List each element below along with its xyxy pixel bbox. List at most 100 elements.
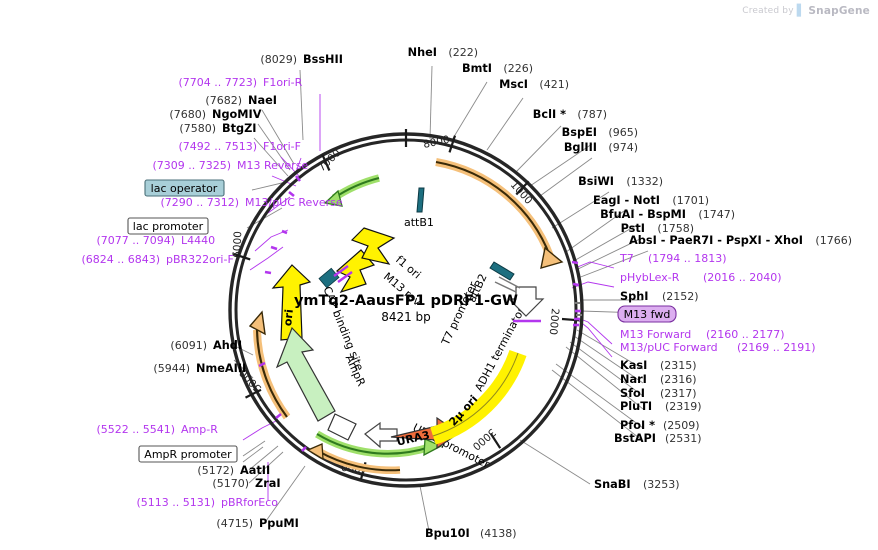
label-pos-t7: (1794 .. 1813)	[648, 252, 727, 265]
boxed-label-ampr-promoter-text: AmpR promoter	[144, 448, 232, 461]
label-enzyme-bsshii[interactable]: BssHII	[303, 53, 343, 66]
bp-tick-marks	[233, 129, 580, 480]
feature-green-arc-topleft	[323, 174, 380, 207]
label-enzyme-snabi[interactable]: SnaBI	[594, 478, 631, 491]
label-primer-l4440[interactable]: L4440	[181, 234, 215, 247]
label-pos-aatii: (5172)	[197, 464, 234, 477]
label-pos-pluti: (2319)	[665, 400, 702, 413]
label-enzyme-absi-group[interactable]: AbsI - PaeR7I - PspXI - XhoI	[629, 234, 803, 247]
label-primer-m13-puc-forward[interactable]: M13/pUC Forward	[620, 341, 718, 354]
label-primer-m13-puc-reverse[interactable]: M13/pUC Reverse	[245, 196, 343, 209]
label-pos-ahdi: (6091)	[170, 339, 207, 352]
boxed-label-lac-operator-text: lac operator	[151, 182, 218, 195]
label-enzyme-eagi-noti[interactable]: EagI - NotI	[593, 194, 660, 207]
label-enzyme-bstapi[interactable]: BstAPI	[614, 432, 656, 445]
boxed-label-m13-fwd-text: M13 fwd	[624, 308, 671, 321]
label-enzyme-bpu10i[interactable]: Bpu10I	[425, 527, 470, 540]
label-pos-bsiwi: (1332)	[626, 175, 663, 188]
watermark-prefix: Created by	[742, 5, 794, 16]
label-pos-bcli: (787)	[577, 108, 607, 121]
snapgene-watermark: Created by ▌ SnapGene	[742, 4, 870, 17]
label-enzyme-msci[interactable]: MscI	[499, 78, 528, 91]
label-enzyme-naei[interactable]: NaeI	[248, 94, 277, 107]
leader-lines	[233, 65, 649, 532]
label-group-top: NheI (222) BmtI (226) MscI (421) BclI * …	[408, 46, 852, 247]
label-enzyme-pfoi[interactable]: PfoI *	[620, 419, 655, 432]
label-pos-psti: (1758)	[657, 222, 694, 235]
label-enzyme-bsiwi[interactable]: BsiWI	[578, 175, 614, 188]
boxed-label-lac-promoter[interactable]: lac promoter	[127, 217, 209, 235]
label-primer-amp-r[interactable]: Amp-R	[181, 423, 218, 436]
tick-label-8000: 8000	[422, 134, 451, 151]
boxed-label-ampr-promoter[interactable]: AmpR promoter	[138, 445, 238, 463]
label-pos-m13-forward: (2160 .. 2177)	[706, 328, 785, 341]
label-primer-m13-forward[interactable]: M13 Forward	[620, 328, 691, 341]
feature-green-arc-bottom	[315, 430, 443, 458]
feature-orange-arc-left	[248, 310, 291, 420]
label-pos-bfuai-bspmi: (1747)	[698, 208, 735, 221]
label-pos-bspei: (965)	[608, 126, 638, 139]
label-pos-f1ori-f: (7492 .. 7513)	[178, 140, 257, 153]
label-enzyme-bcli[interactable]: BclI *	[533, 108, 566, 121]
boxed-label-lac-operator[interactable]: lac operator	[144, 179, 225, 197]
feature-orange-arc-top	[435, 158, 564, 269]
label-pos-bpu10i: (4138)	[480, 527, 517, 540]
label-enzyme-btgzi[interactable]: BtgZI	[222, 122, 257, 135]
feature-2mu-ori-arc: 2µ ori	[430, 349, 527, 445]
label-primer-t7[interactable]: T7	[619, 252, 634, 265]
label-pos-msci: (421)	[539, 78, 569, 91]
label-enzyme-ngomiv[interactable]: NgoMIV	[212, 108, 262, 121]
snapgene-logo-icon: ▌	[796, 4, 806, 17]
label-enzyme-nari[interactable]: NarI	[620, 373, 647, 386]
label-pos-m13-puc-reverse: (7290 .. 7312)	[160, 196, 239, 209]
label-enzyme-bgliii[interactable]: BglIII	[564, 141, 597, 154]
feature-label-attb1: attB1	[404, 216, 434, 229]
label-pos-pfoi: (2509)	[663, 419, 700, 432]
label-enzyme-bspei[interactable]: BspEI	[562, 126, 597, 139]
label-enzyme-ahdi[interactable]: AhdI	[213, 339, 242, 352]
tick-label-2000: 2000	[547, 308, 561, 336]
boxed-label-m13-fwd[interactable]: M13 fwd	[617, 305, 677, 323]
label-primer-f1ori-r[interactable]: F1ori-R	[263, 76, 303, 89]
label-pos-l4440: (7077 .. 7094)	[96, 234, 175, 247]
plasmid-title: ymTq2-AausFP1 pDRF1-GW	[294, 293, 518, 309]
label-group-right: T7 (1794 .. 1813) pHybLex-R (2016 .. 204…	[594, 252, 816, 491]
label-enzyme-pluti[interactable]: PluTI	[620, 400, 652, 413]
label-group-left: BssHII (8029) F1ori-R (7704 .. 7723) Nae…	[81, 53, 343, 463]
label-enzyme-zrai[interactable]: ZraI	[255, 477, 281, 490]
boxed-label-lac-promoter-text: lac promoter	[133, 220, 204, 233]
label-primer-f1ori-f[interactable]: F1ori-F	[263, 140, 301, 153]
label-enzyme-psti[interactable]: PstI	[621, 222, 645, 235]
label-pos-sphi: (2152)	[662, 290, 699, 303]
label-pos-pbrforeco: (5113 .. 5131)	[136, 496, 215, 509]
label-enzyme-bfuai-bspmi[interactable]: BfuAI - BspMI	[600, 208, 686, 221]
label-pos-f1ori-r: (7704 .. 7723)	[178, 76, 257, 89]
label-pos-amp-r: (5522 .. 5541)	[96, 423, 175, 436]
label-enzyme-nmeaiii[interactable]: NmeAIII	[196, 362, 246, 375]
tick-label-6000: 6000	[231, 231, 244, 258]
backbone-site-marks	[258, 175, 582, 452]
label-pos-bstapi: (2531)	[665, 432, 702, 445]
label-primer-m13-reverse[interactable]: M13 Reverse	[237, 159, 308, 172]
label-pos-absi-group: (1766)	[815, 234, 852, 247]
label-enzyme-nhei[interactable]: NheI	[408, 46, 437, 59]
label-enzyme-bmti[interactable]: BmtI	[462, 62, 492, 75]
feature-orange-arc-bottom	[306, 443, 401, 475]
label-primer-pbrforeco[interactable]: pBRforEco	[221, 496, 278, 509]
plasmid-size: 8421 bp	[381, 310, 431, 324]
feature-label-t7-promoter: T7 promoter	[439, 279, 480, 348]
label-pos-pbr322ori-f: (6824 .. 6843)	[81, 253, 160, 266]
label-primer-pbr322ori-f[interactable]: pBR322ori-F	[166, 253, 234, 266]
label-enzyme-aatii[interactable]: AatII	[240, 464, 270, 477]
label-enzyme-ppumi[interactable]: PpuMI	[259, 517, 299, 530]
label-pos-bgliii: (974)	[608, 141, 638, 154]
label-primer-phyblex-r[interactable]: pHybLex-R	[620, 271, 680, 284]
label-pos-eagi-noti: (1701)	[672, 194, 709, 207]
label-enzyme-kasi[interactable]: KasI	[620, 359, 647, 372]
label-pos-kasi: (2315)	[660, 359, 697, 372]
label-enzyme-sfoi[interactable]: SfoI	[620, 387, 645, 400]
watermark-brand: SnapGene	[808, 4, 870, 17]
label-enzyme-sphi[interactable]: SphI	[620, 290, 648, 303]
